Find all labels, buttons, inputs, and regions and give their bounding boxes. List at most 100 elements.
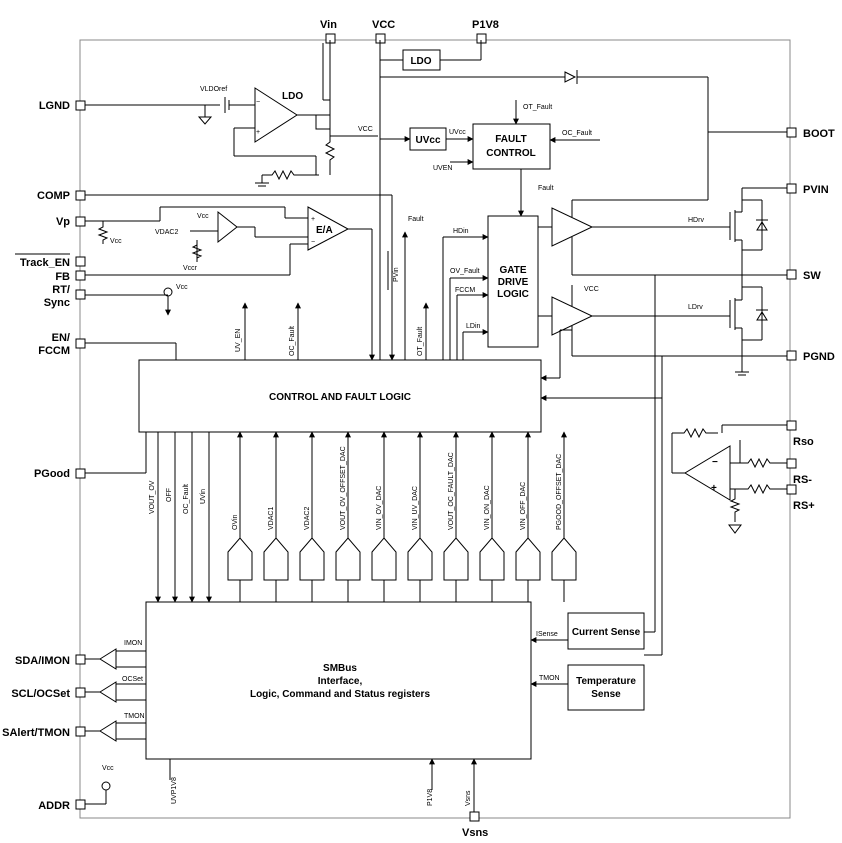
pin-pgood: PGood <box>34 468 86 480</box>
rs-opamp <box>684 445 731 501</box>
svg-text:−: − <box>311 239 315 246</box>
ldo-amplifier <box>254 87 298 143</box>
uvcc-block-label: UVcc <box>415 135 440 146</box>
fault-control-block <box>472 123 551 170</box>
control-fault-logic-block <box>138 359 542 433</box>
fault-out-label: Fault <box>538 185 554 192</box>
up-signal-label: VOUT_OC_FAULT_DAC <box>448 452 455 530</box>
gate-drive-label-3: LOGIC <box>497 289 529 300</box>
pin-vin-label: Vin <box>320 19 337 31</box>
rs-plus-resistor <box>740 483 787 495</box>
ldrv-label: LDrv <box>688 304 703 311</box>
pin-salert: SAlert/TMON <box>2 726 86 739</box>
vcc-driver-label: VCC <box>584 286 599 293</box>
high-side-mosfet <box>729 188 768 275</box>
up-signal-label: VDAC1 <box>268 507 275 530</box>
up-signal-label: VIN_OV_DAC <box>376 486 383 530</box>
ldo-block-label: LDO <box>410 56 431 67</box>
pin-fccm-label: FCCM <box>38 345 70 357</box>
dac-block <box>479 537 505 581</box>
fault-up-label: Fault <box>408 216 424 223</box>
ot-fault-up-label: OT_Fault <box>417 327 424 356</box>
gate-drive-label-1: GATE <box>499 265 526 276</box>
pin-salert-label: SAlert/TMON <box>2 727 70 739</box>
uven-label: UVEN <box>433 165 452 172</box>
rs-minus-resistor <box>740 457 787 469</box>
pin-rso: Rso <box>786 420 814 448</box>
pin-vsns: Vsns <box>462 811 488 839</box>
ground-icon <box>197 116 213 125</box>
hdin-label: HDin <box>453 228 469 235</box>
down-signals: VOUT_OV OFF OC_Fault UVin <box>149 432 212 603</box>
pin-vcc: VCC <box>372 19 395 44</box>
fault-control-label-2: CONTROL <box>486 148 535 159</box>
ldo-resistor-2 <box>262 169 319 181</box>
hdrv-label: HDrv <box>688 217 704 224</box>
low-side-mosfet <box>729 275 768 372</box>
pin-lgnd: LGND <box>39 100 86 112</box>
pin-scl-label: SCL/OCSet <box>11 688 70 700</box>
ov-fault-label: OV_Fault <box>450 268 480 275</box>
tmon-in-label: TMON <box>124 713 145 720</box>
error-amplifier <box>307 206 350 251</box>
oc-fault-in-label: OC_Fault <box>562 130 592 137</box>
pin-comp-label: COMP <box>37 190 70 202</box>
dac-mux <box>217 210 238 244</box>
pin-rs-minus-label: RS- <box>793 474 812 486</box>
ground-icon-4 <box>728 524 742 534</box>
feedback-resistor <box>672 427 718 439</box>
pin-pgnd: PGND <box>786 350 835 363</box>
imon-label: IMON <box>124 640 142 647</box>
fault-control-label-1: FAULT <box>495 134 526 145</box>
pin-sda-label: SDA/IMON <box>15 655 70 667</box>
gate-drive-logic-block <box>487 215 539 348</box>
pin-pgnd-label: PGND <box>803 351 835 363</box>
vcc-ldo-label: VCC <box>358 126 373 133</box>
dac-block <box>407 537 433 581</box>
svg-text:+: + <box>256 129 260 136</box>
boot-diode <box>564 70 578 84</box>
pin-fb: FB <box>55 270 86 283</box>
pin-addr-label: ADDR <box>38 800 70 812</box>
down-label-3: UVin <box>200 489 207 504</box>
isense-label: ISense <box>536 631 558 638</box>
pin-addr: ADDR <box>38 799 86 812</box>
dac-block <box>371 537 397 581</box>
pin-track-en-label: Track_EN <box>20 257 70 269</box>
tmon-label: TMON <box>539 675 560 682</box>
control-fault-logic-label: CONTROL AND FAULT LOGIC <box>269 392 411 403</box>
pin-vp-label: Vp <box>56 216 70 228</box>
svg-text:+: + <box>711 483 717 494</box>
p1v8-in-label: P1V8 <box>427 789 434 806</box>
addr-source: Vcc <box>85 765 114 805</box>
vcc-comp-label: Vcc <box>197 213 209 220</box>
pin-rs-plus-label: RS+ <box>793 500 815 512</box>
ot-fault-in-label: OT_Fault <box>523 104 552 111</box>
pin-sw: SW <box>786 269 821 282</box>
vcc-addr-label: Vcc <box>102 765 114 772</box>
smbus-block <box>145 601 532 760</box>
vccr-resistor <box>191 244 203 259</box>
pin-rso-label: Rso <box>793 436 814 448</box>
up-signal-label: VIN_UV_DAC <box>412 486 419 530</box>
sda-buffer: IMON <box>85 640 146 670</box>
vcc-rt-label: Vcc <box>176 284 188 291</box>
uvcc-signal-label: UVcc <box>449 129 466 136</box>
up-signal-label: PGOOD_OFFSET_DAC <box>556 454 563 530</box>
dac-block <box>515 537 541 581</box>
pin-rt-sync: RT/ Sync <box>44 284 86 309</box>
pin-p1v8-label: P1V8 <box>472 19 499 31</box>
pin-vcc-label: VCC <box>372 19 395 31</box>
pin-en-label: EN/ <box>52 332 70 344</box>
pin-vin: Vin <box>320 19 337 44</box>
temperature-sense-label-1: Temperature <box>576 676 636 687</box>
pin-rs-minus: RS- <box>786 458 812 486</box>
pin-boot-label: BOOT <box>803 128 835 140</box>
gate-drive-label-2: DRIVE <box>498 277 529 288</box>
down-label-1: OFF <box>166 488 173 502</box>
down-label-2: OC_Fault <box>183 484 190 514</box>
pin-track-en: Track_EN <box>15 253 86 269</box>
pin-sw-label: SW <box>803 270 821 282</box>
ldin-label: LDin <box>466 323 481 330</box>
